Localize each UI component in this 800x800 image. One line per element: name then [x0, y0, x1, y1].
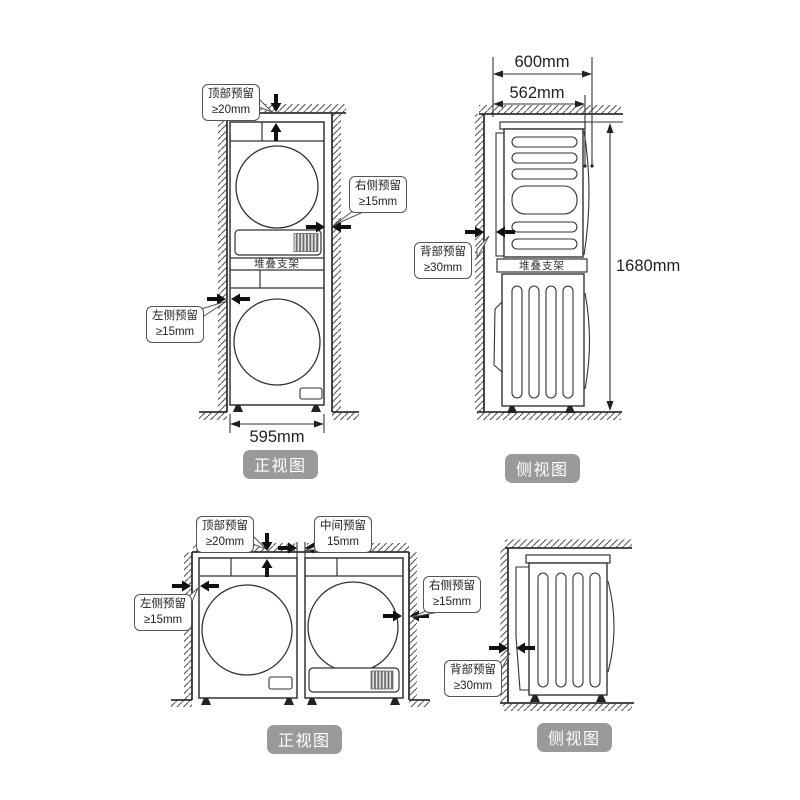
callout-value: ≥20mm: [211, 103, 251, 116]
dimension-height: 1680mm: [616, 257, 681, 275]
washer-drawer: [299, 387, 323, 400]
callout-value: ≥15mm: [432, 595, 472, 608]
dryer-rear-panel: [495, 132, 505, 257]
arrow-left-icon: [200, 580, 219, 592]
machine-feet: [233, 405, 321, 412]
pair-front-view-drawing: [171, 531, 436, 707]
dimension-depth-body: 562mm: [509, 84, 565, 102]
clearance-arrows: [489, 642, 535, 654]
callout-leaders: [476, 235, 490, 259]
door-curve: [607, 580, 615, 673]
washer-rear-bump: [493, 301, 503, 373]
callout-label: 右侧预留: [355, 180, 401, 192]
machine-stack: [229, 121, 325, 406]
single-side-view-drawing: [489, 539, 634, 711]
callout-top-clearance: 顶部预留 ≥20mm: [202, 84, 260, 122]
badge-side-view-stacked: 侧视图: [505, 454, 580, 483]
width-dimension-595: [229, 414, 325, 433]
callout-label: 背部预留: [450, 664, 496, 676]
callout-left-clearance: 左侧预留 ≥15mm: [146, 306, 204, 344]
wall-hatching: [199, 104, 359, 420]
washer-side-vents: [511, 285, 574, 399]
arrow-right-icon: [306, 221, 325, 233]
side-vents: [537, 572, 601, 688]
middle-gap-extensions: [296, 542, 306, 558]
arrow-up-icon: [261, 559, 273, 577]
arrow-left-icon: [231, 293, 250, 305]
arrow-right-icon: [207, 293, 226, 305]
wall-hatching: [500, 539, 632, 711]
arrow-left-icon: [496, 226, 515, 238]
dryer-vent-grille: [370, 670, 394, 690]
arrow-right-icon: [465, 226, 484, 238]
badge-side-view-single: 侧视图: [537, 723, 612, 752]
callout-label: 左侧预留: [140, 598, 186, 610]
callout-right-clearance: 右侧预留 ≥15mm: [423, 576, 481, 614]
arrow-right-icon: [383, 610, 402, 622]
stacked-side-view-drawing: [465, 57, 623, 420]
washer-drum: [201, 584, 293, 676]
stacking-bracket-label: 堆叠支架: [519, 260, 565, 272]
machine-stack-side: [493, 121, 591, 407]
callout-back-clearance: 背部预留 ≥30mm: [414, 242, 472, 280]
callout-label: 右侧预留: [429, 580, 475, 592]
clearance-arrows: [465, 226, 515, 238]
stacking-bracket-label: 堆叠支架: [254, 258, 300, 270]
stacked-front-view-drawing: [197, 94, 363, 433]
washer-drawer: [268, 676, 293, 690]
machine-feet: [507, 406, 575, 413]
callout-top-clearance: 顶部预留 ≥20mm: [196, 516, 254, 554]
dryer-vent-grille: [293, 233, 319, 252]
badge-front-view-pair: 正视图: [267, 725, 342, 754]
washer-unit: [198, 557, 298, 699]
callout-value: ≥30mm: [423, 261, 463, 274]
callout-left-clearance: 左侧预留 ≥15mm: [134, 594, 192, 632]
arrow-down-icon: [270, 94, 282, 112]
wall-lines: [500, 547, 634, 704]
stacking-bracket: [496, 258, 588, 273]
arrow-left-icon: [516, 642, 535, 654]
callout-label: 背部预留: [420, 246, 466, 258]
arrow-right-icon: [172, 580, 191, 592]
callout-label: 左侧预留: [152, 310, 198, 322]
depth-dimensions: [492, 57, 594, 168]
callout-value: ≥15mm: [358, 195, 398, 208]
dryer-door-curve: [583, 130, 590, 256]
callout-label: 顶部预留: [202, 520, 248, 532]
callout-back-clearance: 背部预留 ≥30mm: [444, 660, 502, 698]
callout-value: ≥15mm: [143, 613, 183, 626]
callout-value: ≥20mm: [205, 535, 245, 548]
callout-value: ≥15mm: [155, 325, 195, 338]
dryer-side-vents: [511, 136, 578, 250]
dimension-width: 595mm: [249, 428, 305, 446]
arrow-right-icon: [489, 642, 508, 654]
dryer-unit: [304, 557, 404, 699]
arrow-down-icon: [261, 533, 273, 551]
washer-drum: [233, 298, 321, 386]
callout-value: ≥30mm: [453, 679, 493, 692]
callout-value: 15mm: [327, 535, 359, 548]
washer-door-curve: [584, 292, 591, 390]
callout-middle-clearance: 中间预留 15mm: [314, 516, 372, 554]
machine-feet: [530, 695, 606, 702]
wall-lines: [199, 112, 359, 413]
dryer-drum: [235, 145, 319, 229]
dimension-depth-outer: 600mm: [514, 53, 570, 71]
rear-panel: [515, 566, 529, 691]
badge-front-view-stacked: 正视图: [243, 450, 318, 479]
arrow-up-icon: [270, 123, 282, 141]
machine-side: [515, 554, 615, 696]
callout-label: 顶部预留: [208, 88, 254, 100]
machine-feet: [201, 698, 400, 705]
wall-hatching: [475, 105, 621, 420]
callout-right-clearance: 右侧预留 ≥15mm: [349, 176, 407, 214]
callout-leaders: [197, 94, 363, 319]
arrow-right-icon: [278, 542, 297, 554]
callout-label: 中间预留: [320, 520, 366, 532]
wall-lines: [477, 113, 623, 413]
height-dimension-1680: [585, 121, 623, 411]
